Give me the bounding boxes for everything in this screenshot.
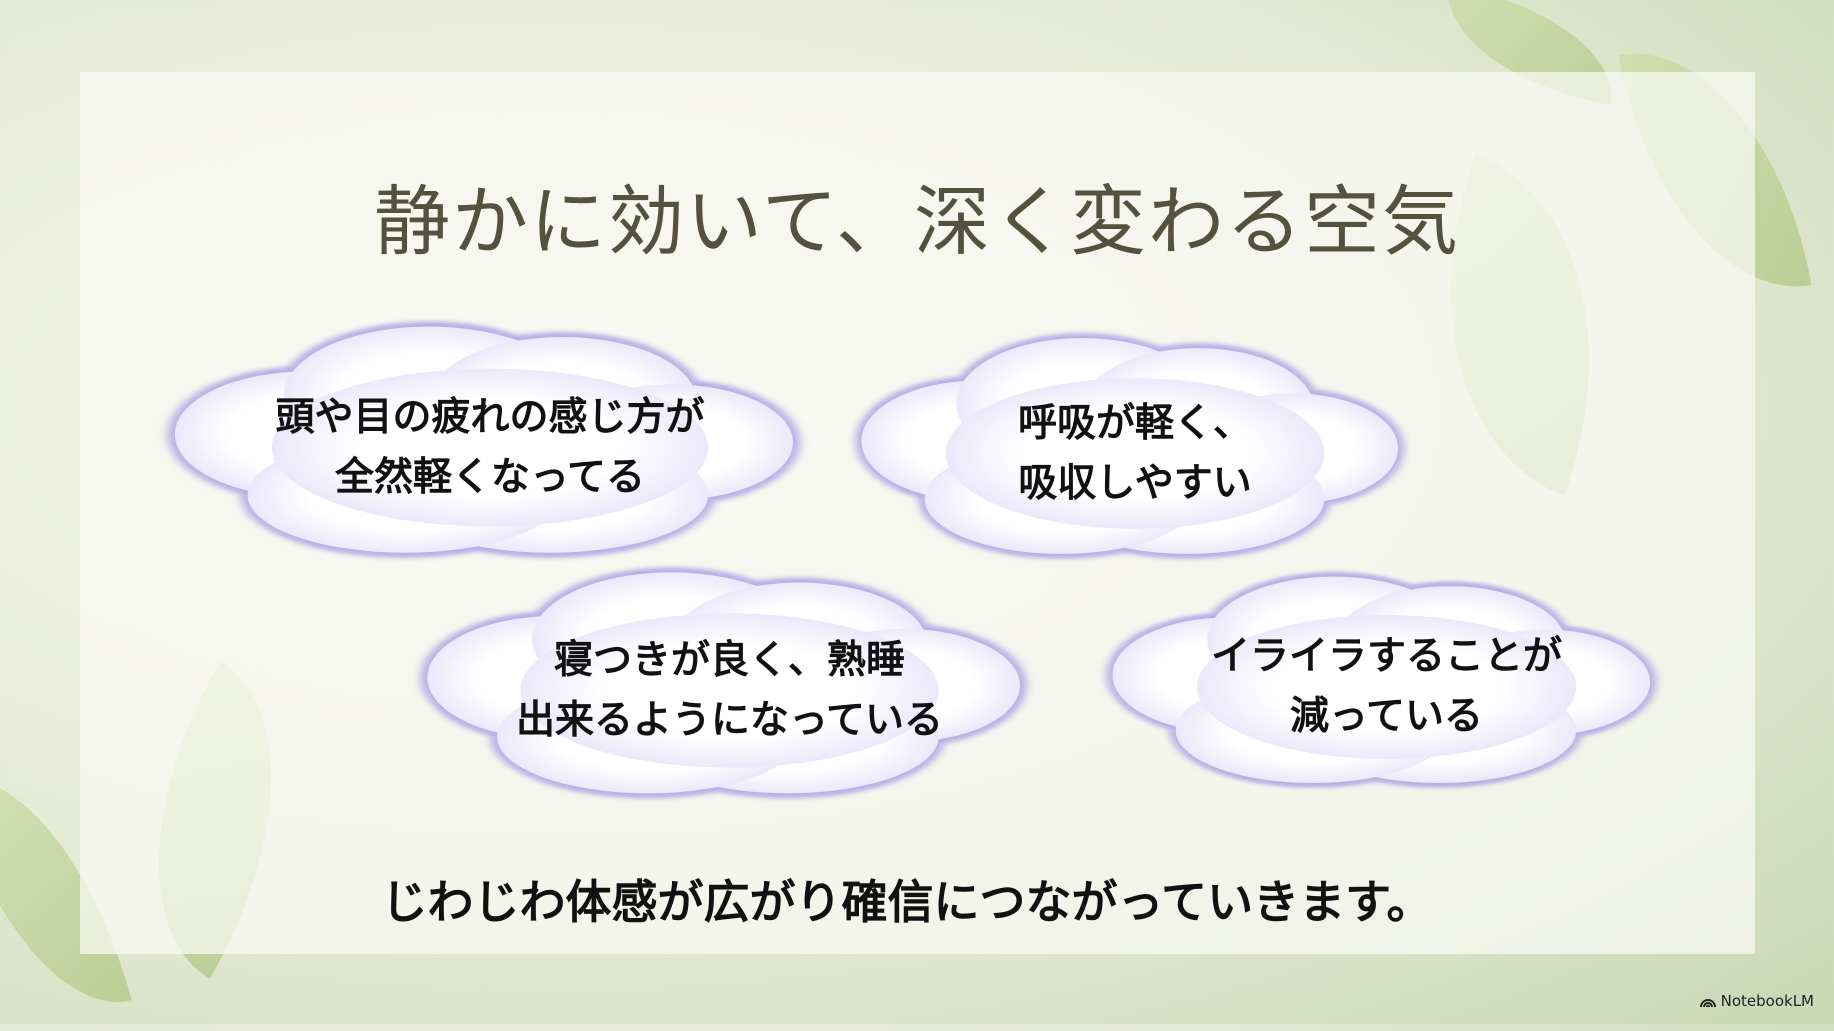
cloud-bubble: 頭や目の疲れの感じ方が全然軽くなってる: [167, 316, 801, 579]
notebooklm-watermark: NotebookLM: [1699, 992, 1814, 1010]
cloud-text-line: 出来るようになっている: [515, 697, 944, 743]
cloud-text: 呼吸が軽く、吸収しやすい: [872, 394, 1398, 514]
slide-title: 静かに効いて、深く変わる空気: [374, 177, 1460, 266]
cloud-shape: [167, 321, 801, 558]
cloud-bubble: 呼吸が軽く、吸収しやすい: [855, 328, 1405, 579]
cloud-shape: [855, 333, 1405, 559]
cloud-text-line: 減っている: [1289, 694, 1484, 739]
notebooklm-logo-icon: [1699, 999, 1716, 1007]
cloud-text: 頭や目の疲れの感じ方が全然軽くなってる: [187, 388, 793, 508]
cloud-text: イライラすることが減っている: [1123, 627, 1650, 747]
cloud-text-line: 呼吸が軽く、: [1017, 400, 1252, 446]
cloud-text-line: 吸収しやすい: [1018, 460, 1252, 506]
cloud-bubble: 寝つきが良く、熟睡出来るようになっている: [420, 562, 1027, 819]
conclusion-text: じわじわ体感が広がり確信につながっていきます。: [381, 875, 1433, 929]
cloud-text-line: イライラすることが: [1210, 634, 1562, 679]
cloud-text-line: 全然軽くなってる: [334, 454, 646, 500]
cloud-shape: [420, 567, 1027, 799]
cloud-text: 寝つきが良く、熟睡出来るようになっている: [439, 631, 1020, 751]
watermark-label: NotebookLM: [1720, 992, 1814, 1010]
cloud-text-line: 寝つきが良く、熟睡: [553, 637, 905, 683]
cloud-bubble: イライラすることが減っている: [1106, 567, 1657, 807]
cloud-shape: [1106, 571, 1657, 788]
cloud-text-line: 頭や目の疲れの感じ方が: [275, 394, 705, 440]
